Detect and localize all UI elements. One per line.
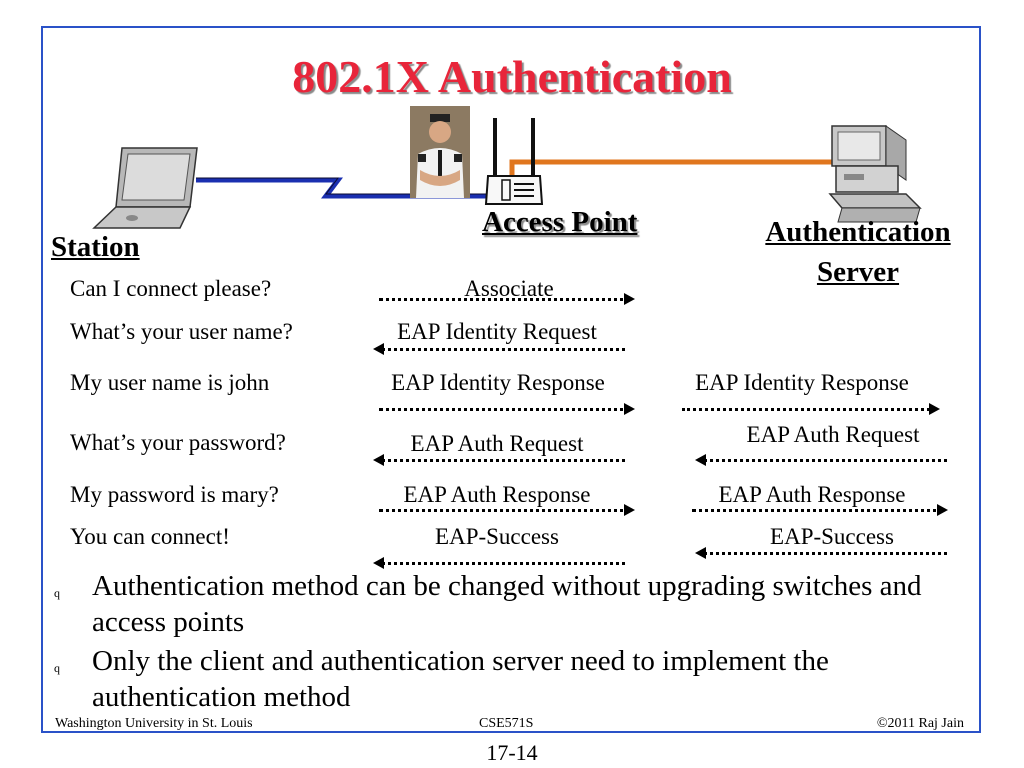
footer-center: CSE571S	[479, 716, 534, 731]
arrow-right	[682, 403, 940, 415]
station-message: What’s your user name?	[70, 319, 293, 344]
station-message: My user name is john	[70, 370, 270, 395]
station-message: You can connect!	[70, 524, 230, 549]
arrow-left	[695, 547, 947, 559]
ap-message: EAP-Success	[435, 524, 559, 549]
ap-message: EAP Identity Request	[397, 319, 597, 344]
guard-icon	[410, 106, 470, 198]
arrow-right	[379, 293, 635, 305]
server-message: EAP-Success	[770, 524, 894, 549]
station-message: What’s your password?	[70, 430, 286, 455]
footer-right: ©2011 Raj Jain	[876, 716, 964, 731]
station-message: My password is mary?	[70, 482, 279, 507]
arrow-left	[373, 454, 625, 466]
station-label: Station	[51, 231, 140, 263]
server-message: EAP Auth Request	[746, 422, 920, 447]
slide-title: 802.1X Authentication	[292, 51, 732, 102]
ap-message: EAP Auth Request	[410, 431, 584, 456]
arrow-right	[692, 504, 948, 516]
auth-server-label-line1: Authentication	[765, 216, 951, 248]
ap-message: Associate	[464, 276, 554, 301]
access-point-label: Access Point	[482, 206, 638, 238]
page-number: 17-14	[486, 740, 538, 765]
laptop-icon	[92, 147, 198, 229]
station-message: Can I connect please?	[70, 276, 272, 301]
server-computer-icon	[828, 125, 922, 223]
access-point-icon	[484, 118, 544, 205]
bullet-marker: q	[54, 586, 60, 600]
bullet-text: Only the client and authentication serve…	[92, 645, 829, 713]
server-message: EAP Auth Response	[718, 482, 906, 507]
arrow-right	[379, 504, 635, 516]
auth-server-label-line2: Server	[816, 256, 900, 288]
bullet-text: Authentication method can be changed wit…	[92, 570, 922, 638]
arrow-left	[373, 343, 625, 355]
footer-left: Washington University in St. Louis	[55, 716, 253, 731]
server-message: EAP Identity Response	[695, 370, 909, 395]
arrow-left	[373, 557, 625, 569]
arrow-right	[379, 403, 635, 415]
arrow-left	[695, 454, 947, 466]
slide-frame	[41, 26, 981, 733]
ap-message: EAP Auth Response	[403, 482, 591, 507]
bullet-marker: q	[54, 661, 60, 675]
ap-message: EAP Identity Response	[391, 370, 605, 395]
